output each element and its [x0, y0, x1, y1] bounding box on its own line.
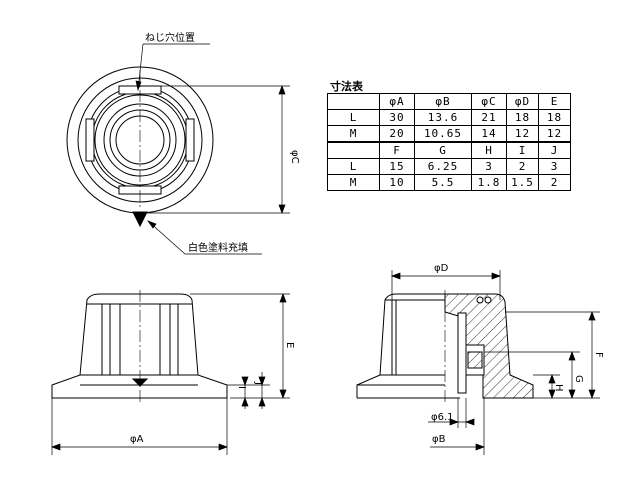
- table-cell: 10.65: [414, 125, 472, 143]
- dim-phi-d: [391, 270, 501, 300]
- front-view: [51, 290, 228, 402]
- dim-e: [190, 293, 290, 399]
- table-cell: 1.8: [471, 174, 507, 191]
- dim-f-g-h: [484, 311, 600, 399]
- phi-61-label: φ6.1: [431, 412, 454, 423]
- table-cell: φA: [379, 93, 415, 110]
- table-cell: φB: [414, 93, 472, 110]
- dimension-table: φA φB φC φD E L 30 13.6 21 18 18 M 20 10…: [327, 93, 571, 191]
- table-cell: L: [327, 109, 380, 126]
- table-cell: 21: [471, 109, 507, 126]
- dim-phi-a: [51, 398, 228, 455]
- table-cell: 20: [379, 125, 415, 143]
- table-cell: 6.25: [414, 158, 472, 175]
- j-label: J: [253, 381, 264, 385]
- table-cell: 10: [379, 174, 415, 191]
- front-body: [79, 293, 199, 376]
- g-label: G: [573, 375, 584, 383]
- table-cell: [327, 141, 380, 159]
- screw-hole-label: ねじ穴位置: [145, 31, 195, 44]
- table-cell: G: [414, 141, 472, 159]
- dim-phi-c: [140, 85, 290, 214]
- front-pointer: [131, 378, 149, 387]
- table-cell: M: [327, 125, 380, 143]
- table-cell: M: [327, 174, 380, 191]
- e-label: E: [284, 342, 295, 348]
- table-cell: 12: [538, 125, 571, 143]
- table-cell: 13.6: [414, 109, 472, 126]
- front-flange: [51, 374, 228, 399]
- table-cell: [327, 93, 380, 110]
- table-cell: 5.5: [414, 174, 472, 191]
- table-cell: 3: [471, 158, 507, 175]
- section-view: [356, 290, 534, 402]
- dim-j-i: [227, 372, 270, 409]
- callout-screw-hole: [135, 43, 210, 92]
- table-row: M 20 10.65 14 12 12: [327, 125, 571, 143]
- callout-white-paint: [147, 220, 262, 255]
- f-label: F: [593, 352, 604, 358]
- table-cell: L: [327, 158, 380, 175]
- phi-a-label: φA: [130, 434, 144, 445]
- phi-d-label: φD: [434, 263, 449, 274]
- phi-c-label: φC: [289, 150, 300, 164]
- table-cell: 15: [379, 158, 415, 175]
- table-cell: J: [538, 141, 571, 159]
- table-cell: φC: [471, 93, 507, 110]
- table-cell: H: [471, 141, 507, 159]
- table-cell: 30: [379, 109, 415, 126]
- phi-b-label: φB: [432, 434, 446, 445]
- table-cell: 2: [538, 174, 571, 191]
- table-cell: 3: [538, 158, 571, 175]
- table-row: L 30 13.6 21 18 18: [327, 109, 571, 126]
- i-label: I: [236, 386, 247, 389]
- table-cell: I: [506, 141, 539, 159]
- table-cell: 18: [506, 109, 539, 126]
- table-cell: 1.5: [506, 174, 539, 191]
- table-cell: 14: [471, 125, 507, 143]
- top-view: [66, 66, 214, 228]
- table-cell: E: [538, 93, 571, 110]
- table-row: F G H I J: [327, 141, 571, 159]
- table-cell: 2: [506, 158, 539, 175]
- table-cell: φD: [506, 93, 539, 110]
- table-cell: 18: [538, 109, 571, 126]
- table-cell: F: [379, 141, 415, 159]
- dimension-table-title: 寸法表: [330, 80, 363, 93]
- table-row: L 15 6.25 3 2 3: [327, 158, 571, 175]
- table-cell: 12: [506, 125, 539, 143]
- dim-phi-61: [428, 398, 475, 428]
- pointer-marker: [132, 211, 148, 228]
- dim-phi-b: [430, 398, 485, 455]
- h-label: H: [553, 384, 564, 392]
- table-row: M 10 5.5 1.8 1.5 2: [327, 174, 571, 191]
- table-row: φA φB φC φD E: [327, 93, 571, 110]
- white-paint-label: 白色塗料充填: [188, 241, 248, 254]
